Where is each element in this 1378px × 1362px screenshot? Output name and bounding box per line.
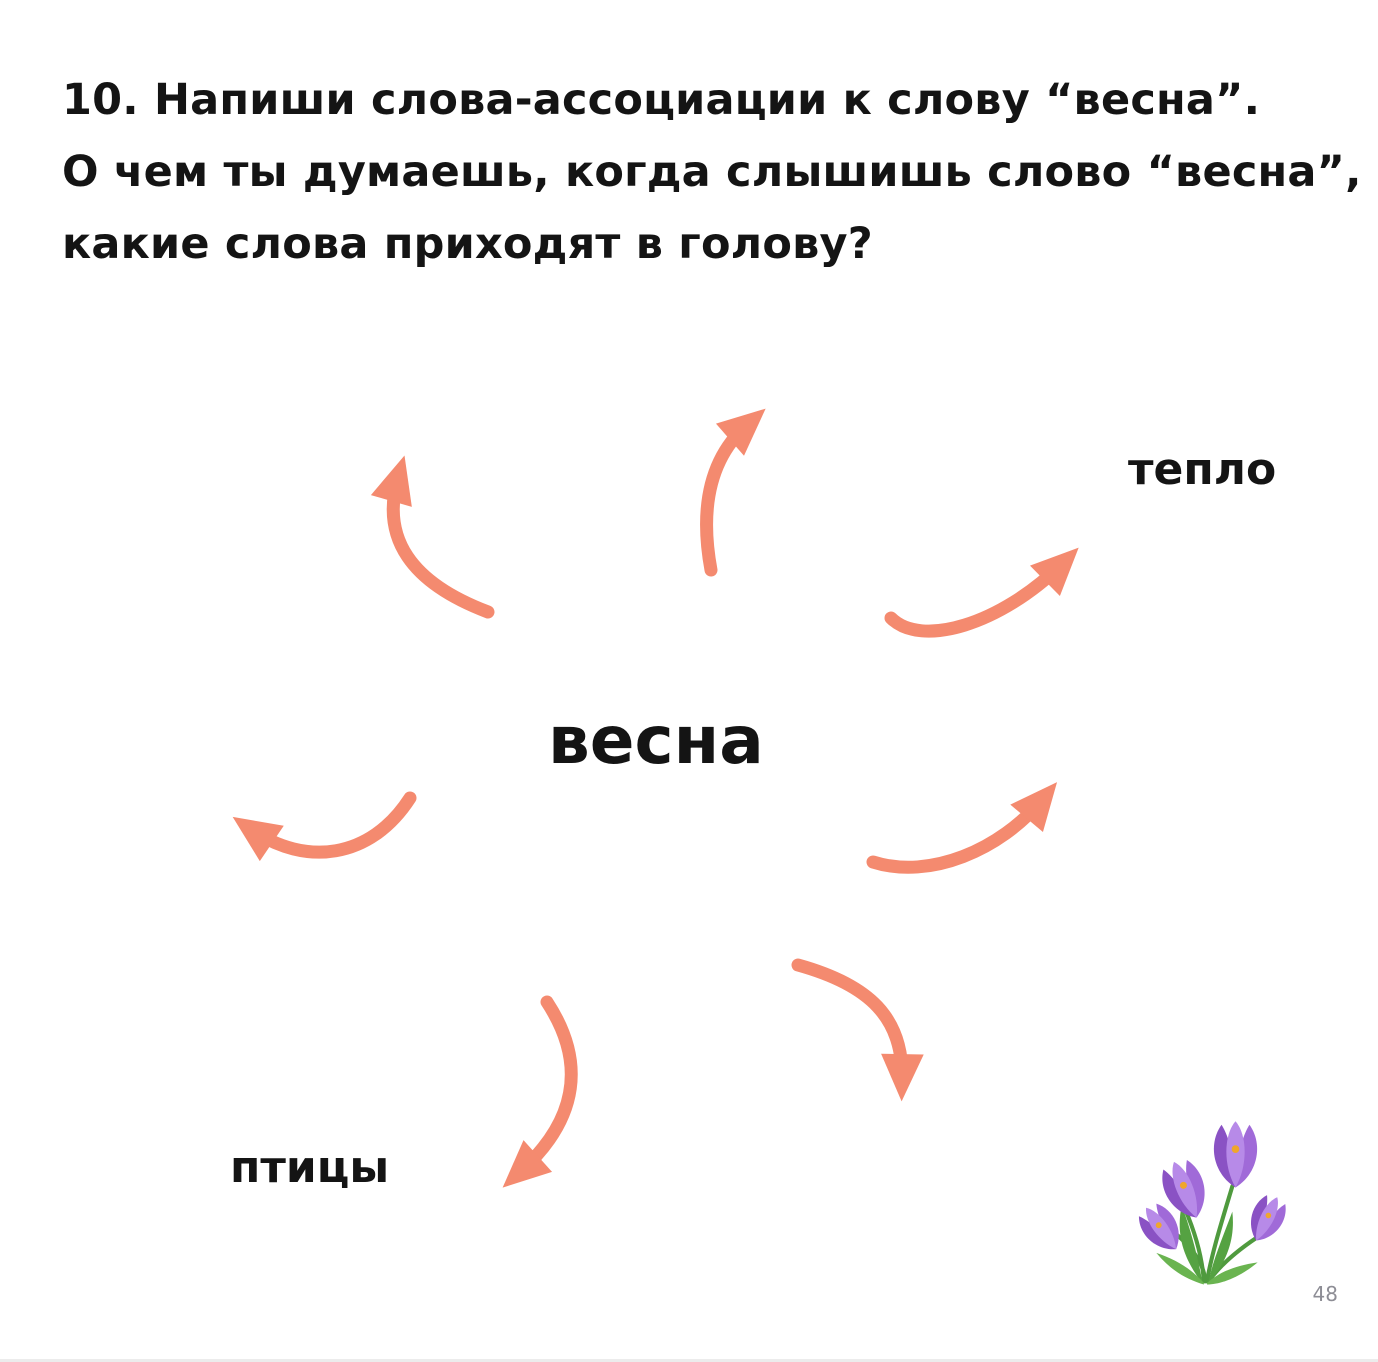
- arrow-down-center: [502, 995, 578, 1188]
- task-line-1: 10. Напиши слова-ассоциации к слову “вес…: [62, 75, 1261, 125]
- arrow-up-left: [370, 455, 495, 619]
- flower-leaves: [1156, 1205, 1258, 1285]
- arrow-down-right: [791, 958, 924, 1102]
- task-line-2: О чем ты думаешь, когда слышишь слово “в…: [62, 147, 1362, 197]
- association-label-ptitsy: птицы: [230, 1142, 390, 1193]
- task-line-3: какие слова приходят в голову?: [62, 219, 873, 269]
- page-number: 48: [1312, 1282, 1338, 1306]
- center-word: весна: [548, 702, 764, 779]
- arrow-up-right: [884, 547, 1079, 638]
- flower-blooms: [1138, 1121, 1286, 1250]
- association-label-teplo: тепло: [1128, 444, 1277, 495]
- arrow-mid-left: [232, 791, 417, 862]
- arrow-up-center: [700, 408, 766, 577]
- crocus-flowers-illustration: [1138, 1121, 1286, 1285]
- task-instructions: 10. Напиши слова-ассоциации к слову “вес…: [62, 64, 1362, 280]
- page-edge: [0, 1359, 1378, 1362]
- arrow-mid-right: [866, 782, 1058, 874]
